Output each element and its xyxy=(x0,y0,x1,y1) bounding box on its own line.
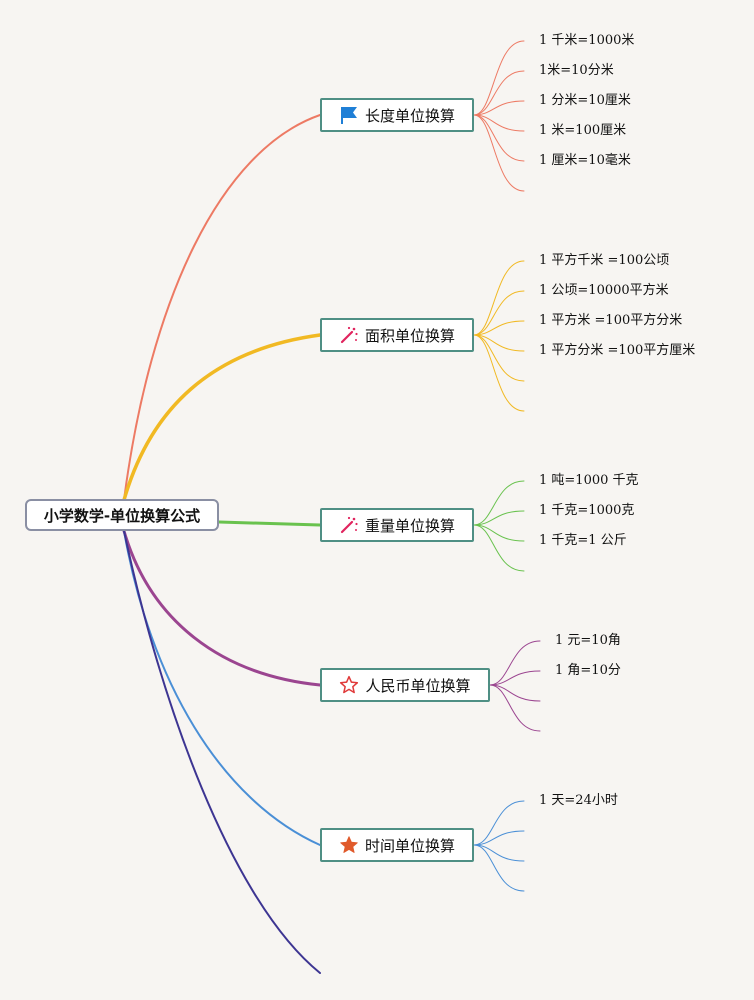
leaf-item: 1 元=10角 xyxy=(555,633,621,648)
branch-connector xyxy=(122,333,322,502)
branch-label: 重量单位换算 xyxy=(364,516,455,535)
leaf-connector xyxy=(473,290,525,336)
branch-connector xyxy=(123,114,321,501)
branch-time[interactable]: 时间单位换算 xyxy=(320,828,474,862)
leaf-connector xyxy=(473,260,525,336)
leaf-connector xyxy=(489,684,541,702)
magic-wand-icon xyxy=(339,325,359,345)
leaf-connector xyxy=(473,480,525,526)
star-filled-icon xyxy=(339,835,359,855)
branch-area[interactable]: 面积单位换算 xyxy=(320,318,474,352)
leaf-connector xyxy=(489,640,541,686)
leaf-connector xyxy=(473,334,525,382)
leaf-item: 1 平方分米 =100平方厘米 xyxy=(539,343,696,358)
branch-length[interactable]: 长度单位换算 xyxy=(320,98,474,132)
central-topic[interactable]: 小学数学-单位换算公式 xyxy=(25,499,219,531)
branch-currency[interactable]: 人民币单位换算 xyxy=(320,668,490,702)
branch-connector xyxy=(123,530,321,846)
leaf-item: 1米=10分米 xyxy=(539,63,614,78)
leaf-connector xyxy=(473,844,525,862)
branch-connector xyxy=(123,530,321,974)
leaf-connector xyxy=(489,684,541,732)
leaf-connector xyxy=(473,334,525,412)
magic-wand-icon xyxy=(339,515,359,535)
branch-label: 长度单位换算 xyxy=(364,106,455,125)
leaf-connector xyxy=(473,40,525,116)
leaf-item: 1 公顷=10000平方米 xyxy=(539,283,669,298)
leaf-item: 1 厘米=10毫米 xyxy=(539,153,631,168)
leaf-connector xyxy=(473,114,525,192)
leaf-item: 1 平方千米 =100公顷 xyxy=(539,253,670,268)
branch-connector xyxy=(122,529,322,687)
leaf-connector xyxy=(473,844,525,892)
leaf-connector xyxy=(473,114,525,162)
leaf-connector xyxy=(473,524,525,542)
leaf-connector xyxy=(473,320,525,336)
leaf-connector xyxy=(473,524,525,572)
leaf-item: 1 千克=1 公斤 xyxy=(539,533,627,548)
leaf-item: 1 千克=1000克 xyxy=(539,503,635,518)
branch-label: 时间单位换算 xyxy=(364,836,455,855)
branch-label: 人民币单位换算 xyxy=(365,676,471,695)
leaf-item: 1 分米=10厘米 xyxy=(539,93,631,108)
leaf-connector xyxy=(473,100,525,116)
star-outline-icon xyxy=(339,675,359,695)
leaf-item: 1 吨=1000 千克 xyxy=(539,473,639,488)
central-topic-label: 小学数学-单位换算公式 xyxy=(43,506,201,525)
branch-label: 面积单位换算 xyxy=(364,326,455,345)
leaf-item: 1 角=10分 xyxy=(555,663,621,678)
leaf-item: 1 米=100厘米 xyxy=(539,123,627,138)
branch-weight[interactable]: 重量单位换算 xyxy=(320,508,474,542)
leaf-connector xyxy=(473,510,525,526)
leaf-connector xyxy=(473,70,525,116)
branch-connector xyxy=(217,520,322,527)
leaf-connector xyxy=(473,830,525,846)
leaf-connector xyxy=(489,670,541,686)
leaf-connector xyxy=(473,800,525,846)
flag-icon xyxy=(339,105,359,125)
leaf-item: 1 天=24小时 xyxy=(539,793,618,808)
leaf-connector xyxy=(473,334,525,352)
leaf-item: 1 平方米 =100平方分米 xyxy=(539,313,683,328)
leaf-item: 1 千米=1000米 xyxy=(539,33,635,48)
leaf-connector xyxy=(473,114,525,132)
